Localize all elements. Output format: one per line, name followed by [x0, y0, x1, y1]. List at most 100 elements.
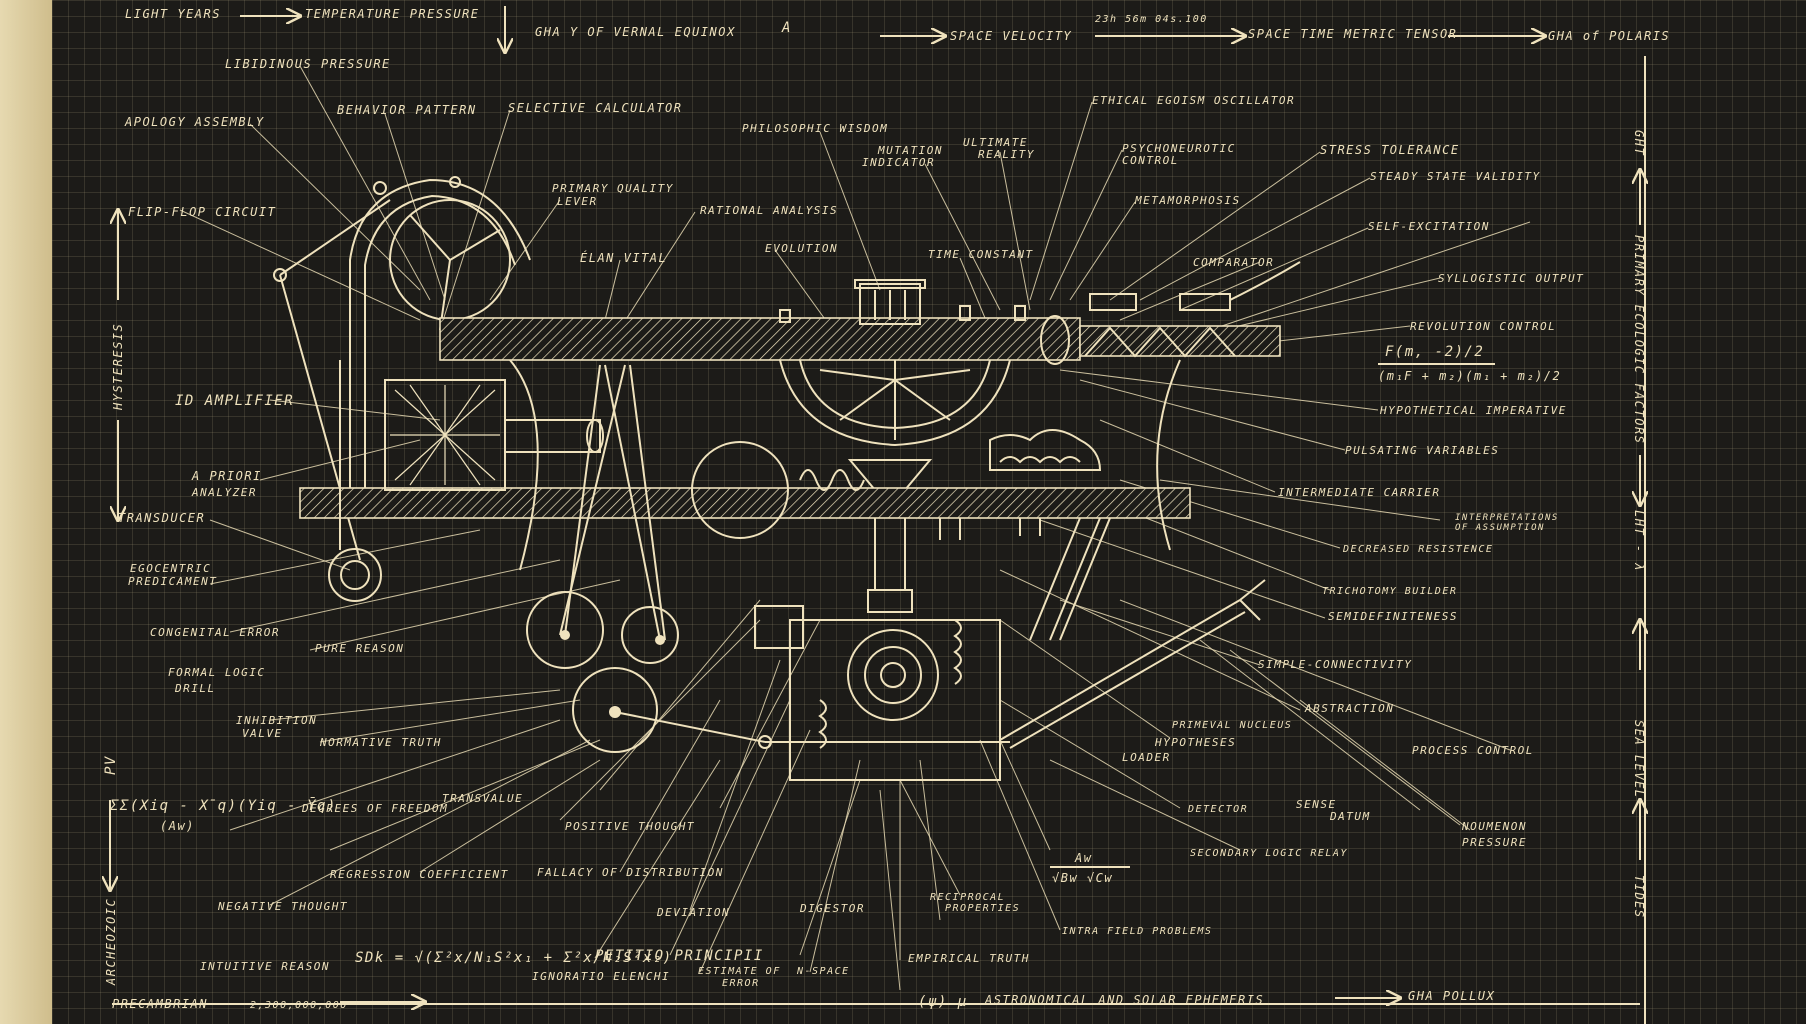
label-mutation-1: MUTATION	[877, 144, 943, 157]
machine	[273, 176, 1301, 781]
label-a-mark: A	[781, 20, 792, 36]
component-labels: LIBIDINOUS PRESSURE APOLOGY ASSEMBLY BEH…	[118, 57, 1584, 989]
label-light-years: LIGHT YEARS	[125, 7, 221, 21]
label-sense-1: SENSE	[1296, 798, 1337, 811]
label-gha-vernal-equinox: GHA Υ OF VERNAL EQUINOX	[535, 25, 736, 39]
formula-f-bottom: (m₁F + m₂)(m₁ + m₂)/2	[1378, 369, 1561, 383]
label-intermediate-carrier: INTERMEDIATE CARRIER	[1278, 486, 1440, 499]
label-psychoneurotic-1: PSYCHONEUROTIC	[1122, 142, 1236, 155]
label-gha-polaris: GHA of POLARIS	[1548, 29, 1670, 43]
label-estimate-1: ESTIMATE OF	[698, 966, 781, 977]
label-revolution-control: REVOLUTION CONTROL	[1410, 320, 1556, 333]
label-stress-tolerance: STRESS TOLERANCE	[1320, 143, 1460, 157]
label-trichotomy-builder: TRICHOTOMY BUILDER	[1322, 586, 1457, 597]
label-temperature-pressure: TEMPERATURE PRESSURE	[305, 7, 480, 21]
label-semidefiniteness: SEMIDEFINITENESS	[1328, 610, 1458, 623]
formula-sum: ΣΣ(Xiq - X̄q)(Yiq - Ȳq)	[109, 797, 337, 814]
label-ultimate-1: ULTIMATE	[963, 136, 1028, 149]
label-transvalue: TRANSVALUE	[442, 792, 523, 805]
label-congenital-error: CONGENITAL ERROR	[150, 626, 280, 639]
label-philosophic-wisdom: PHILOSOPHIC WISDOM	[742, 122, 888, 135]
label-a-priori-1: A PRIORI	[191, 469, 262, 483]
label-elan-vital: ÉLAN VITAL	[580, 250, 667, 265]
label-space-velocity: SPACE VELOCITY	[950, 29, 1072, 43]
paper-edge	[0, 0, 52, 1024]
label-transducer: TRANSDUCER	[118, 511, 205, 525]
label-noumenon-1: NOUMENON	[1461, 820, 1527, 833]
label-sea-level: SEA LEVEL	[1632, 720, 1646, 799]
label-normative-truth: NORMATIVE TRUTH	[319, 736, 442, 749]
label-rational-analysis: RATIONAL ANALYSIS	[700, 204, 838, 217]
label-formal-logic-2: DRILL	[174, 682, 216, 695]
label-ultimate-2: REALITY	[978, 148, 1035, 161]
label-hysteresis: HYSTERESIS	[111, 323, 125, 411]
label-id-amplifier: ID AMPLIFIER	[175, 393, 294, 409]
label-tides: TIDES	[1632, 875, 1646, 919]
label-pv: PV	[103, 755, 119, 775]
label-degrees-of-freedom: DEGREES OF FREEDOM	[301, 802, 448, 815]
label-mutation-2: INDICATOR	[862, 156, 935, 169]
label-egocentric-2: PREDICAMENT	[128, 575, 217, 588]
label-years: 2,300,000,000	[250, 1000, 348, 1011]
label-archeozoic: ARCHEOZOIC	[104, 898, 118, 986]
label-time-mark: 23h 56m 04s.100	[1095, 14, 1208, 25]
label-hypothetical-imperative: HYPOTHETICAL IMPERATIVE	[1379, 404, 1567, 417]
label-metamorphosis: METAMORPHOSIS	[1134, 194, 1241, 207]
label-steady-state: STEADY STATE VALIDITY	[1370, 170, 1541, 183]
label-behavior-pattern: BEHAVIOR PATTERN	[337, 103, 477, 117]
label-selective-calculator: SELECTIVE CALCULATOR	[508, 101, 683, 115]
label-a-priori-2: ANALYZER	[191, 486, 257, 499]
formula-f-top: F(m, -2)/2	[1385, 344, 1484, 360]
label-inhibition-2: VALVE	[242, 727, 283, 740]
label-pulsating-variables: PULSATING VARIABLES	[1345, 444, 1499, 457]
label-psi: (ψ) μ	[918, 994, 968, 1010]
label-reciprocal-1: RECIPROCAL	[930, 892, 1005, 903]
label-abstraction: ABSTRACTION	[1304, 702, 1394, 715]
label-self-excitation: SELF-EXCITATION	[1368, 220, 1490, 233]
label-flip-flop: FLIP-FLOP CIRCUIT	[128, 205, 276, 219]
label-estimate-2: ERROR	[722, 978, 760, 989]
label-secondary-logic: SECONDARY LOGIC RELAY	[1190, 848, 1348, 859]
label-inhibition-1: INHIBITION	[236, 714, 317, 727]
label-precambrian: PRECAMBRIAN	[112, 997, 208, 1011]
label-intra-field: INTRA FIELD PROBLEMS	[1062, 926, 1212, 937]
label-syllogistic-output: SYLLOGISTIC OUTPUT	[1438, 272, 1584, 285]
label-primary-quality-2: LEVER	[557, 195, 598, 208]
label-reciprocal-2: PROPERTIES	[945, 903, 1020, 914]
margin-arrows	[110, 6, 1645, 1024]
label-decreased-resistence: DECREASED RESISTENCE	[1342, 544, 1493, 555]
label-interpretations-1: INTERPRETATIONS	[1455, 513, 1559, 523]
label-primary-quality-1: PRIMARY QUALITY	[552, 182, 674, 195]
label-simple-connectivity: SIMPLE-CONNECTIVITY	[1258, 658, 1412, 671]
label-n-space: N-SPACE	[796, 966, 850, 977]
label-noumenon-2: PRESSURE	[1462, 836, 1527, 849]
label-regression-coefficient: REGRESSION COEFFICIENT	[330, 868, 509, 881]
label-interpretations-2: OF ASSUMPTION	[1455, 523, 1545, 533]
label-digestor: DIGESTOR	[799, 902, 865, 915]
label-metric-tensor: SPACE TIME METRIC TENSOR	[1248, 27, 1457, 41]
label-petitio-principii: PETITIO PRINCIPII	[595, 948, 764, 964]
label-hypotheses-1: HYPOTHESES	[1154, 736, 1236, 749]
label-primary-ecologic: PRIMARY ECOLOGIC FACTORS	[1632, 235, 1646, 444]
label-formal-logic-1: FORMAL LOGIC	[168, 666, 265, 679]
label-sense-2: DATUM	[1329, 810, 1371, 823]
label-ephemeris: ASTRONOMICAL AND SOLAR EPHEMERIS	[984, 993, 1264, 1007]
formula-aw-top: Aw	[1074, 851, 1092, 865]
label-ght: GHT	[1632, 130, 1646, 156]
formula-aw-left: (Aw)	[160, 819, 195, 833]
label-gha-pollux: GHA POLLUX	[1408, 989, 1495, 1003]
label-ignoratio-elenchi: IGNORATIO ELENCHI	[532, 970, 670, 983]
label-pure-reason: PURE REASON	[315, 642, 404, 655]
label-time-constant: TIME CONSTANT	[928, 248, 1034, 261]
label-apology-assembly: APOLOGY ASSEMBLY	[124, 115, 265, 129]
label-positive-thought: POSITIVE THOUGHT	[565, 820, 695, 833]
label-process-control: PROCESS CONTROL	[1412, 744, 1534, 757]
label-comparator: COMPARATOR	[1193, 256, 1274, 269]
label-evolution: EVOLUTION	[765, 242, 838, 255]
label-intuitive-reason: INTUITIVE REASON	[200, 960, 330, 973]
label-psychoneurotic-2: CONTROL	[1122, 154, 1179, 167]
label-empirical-truth: EMPIRICAL TRUTH	[908, 952, 1030, 965]
label-ethical-egoism: ETHICAL EGOISM OSCILLATOR	[1092, 94, 1295, 107]
